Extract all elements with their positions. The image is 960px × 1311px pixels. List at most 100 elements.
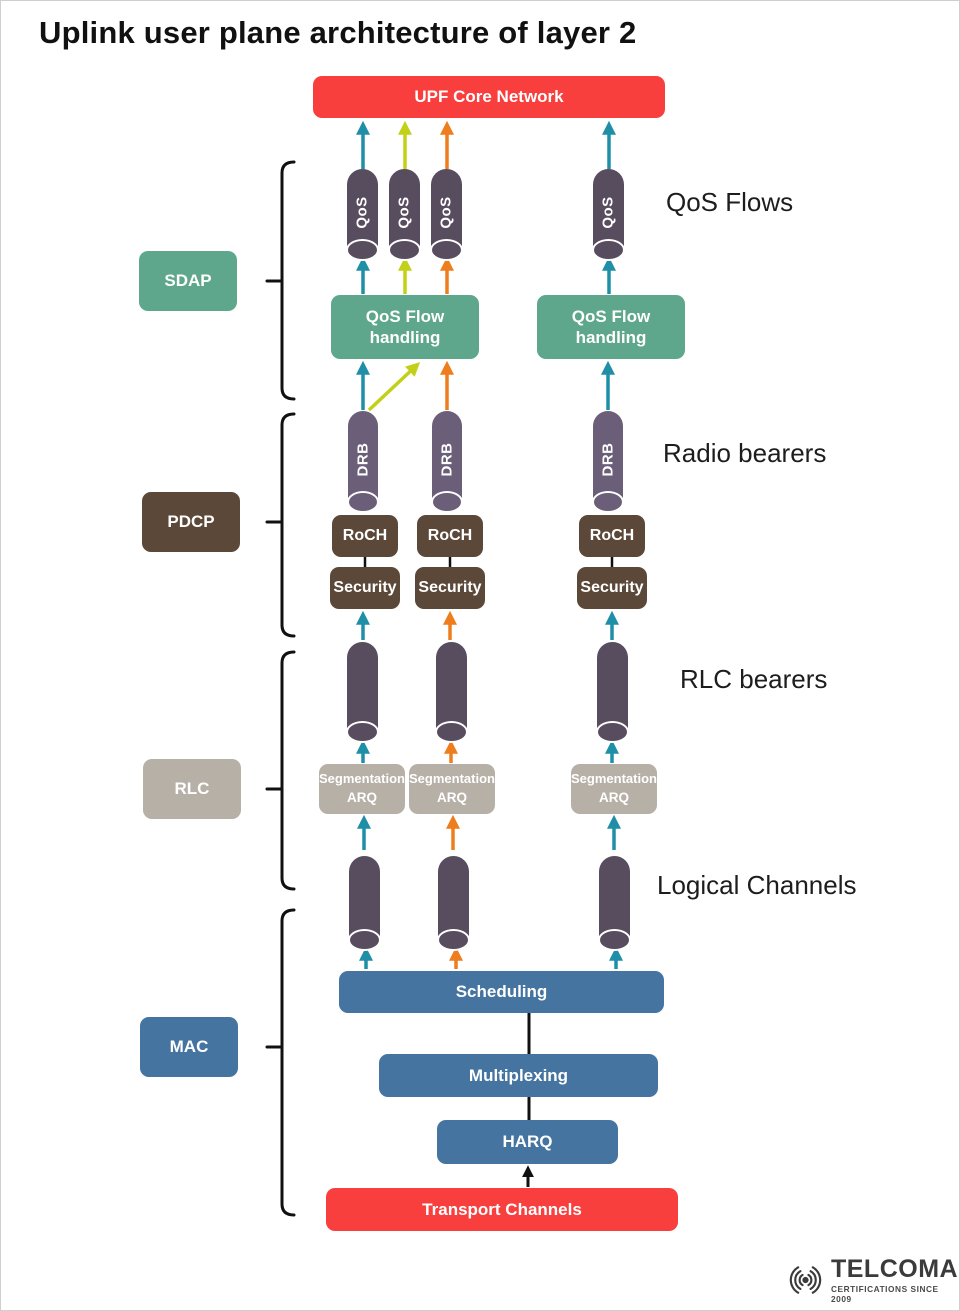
row-label-rlc-bearers: RLC bearers xyxy=(680,664,828,694)
arrows-sched-to-logical xyxy=(359,946,623,969)
rlc-label: RLC xyxy=(174,779,210,799)
rlc-bearer-cylinder xyxy=(435,642,468,743)
qos-flow-handling-box: QoS Flow handling xyxy=(331,295,479,359)
qos-cylinder: QoS xyxy=(592,169,625,261)
roch-box: RoCH xyxy=(332,515,398,557)
arrows-drb-to-handling xyxy=(356,360,615,412)
logo-tagline: CERTIFICATIONS SINCE 2009 xyxy=(830,1284,939,1304)
arrows-rlc-to-security xyxy=(356,610,619,640)
drb-cylinder: DRB xyxy=(431,411,463,513)
segmentation-arq-box: Segmentation ARQ xyxy=(571,764,657,814)
qos-flow-handling-line1: QoS Flow xyxy=(365,306,445,326)
bracket-rlc xyxy=(265,650,296,891)
logo-brand: TELCOMA xyxy=(830,1255,959,1283)
cylinder-cap xyxy=(348,929,381,951)
rlc-bearer-cylinder xyxy=(596,642,629,743)
arrows-handling-to-qos xyxy=(356,256,616,294)
roch-label: RoCH xyxy=(589,527,635,544)
bracket-pdcp xyxy=(265,412,296,638)
roch-label: RoCH xyxy=(427,527,473,544)
qos-flow-handling-line2: handling xyxy=(369,328,441,347)
qos-flow-handling-box: QoS Flow handling xyxy=(537,295,685,359)
segmentation-arq-box: Segmentation ARQ xyxy=(409,764,495,814)
layer-brackets xyxy=(265,160,296,1217)
qos-cylinder-label: QoS xyxy=(354,195,371,229)
roch-box: RoCH xyxy=(579,515,645,557)
cylinder-cap xyxy=(346,239,379,261)
cylinder-cap xyxy=(437,929,470,951)
cylinder-cap xyxy=(346,721,379,743)
qos-flow-handling-line2: handling xyxy=(575,328,647,347)
security-box: Security xyxy=(415,567,485,609)
arq-label: ARQ xyxy=(347,790,377,806)
arq-label: ARQ xyxy=(599,790,629,806)
security-box: Security xyxy=(330,567,400,609)
signal-waves-icon xyxy=(789,1265,822,1294)
segmentation-label: Segmentation xyxy=(571,770,657,786)
sdap-label: SDAP xyxy=(164,271,212,291)
drb-cylinder: DRB xyxy=(347,411,379,513)
bracket-sdap xyxy=(265,160,296,401)
qos-cylinder-label: QoS xyxy=(438,195,455,229)
security-label: Security xyxy=(333,579,397,596)
upf-core-network-label: UPF Core Network xyxy=(414,87,564,107)
pdcp-label: PDCP xyxy=(167,512,215,532)
page-title: Uplink user plane architecture of layer … xyxy=(39,15,637,50)
layer-box-mac: MAC xyxy=(140,1017,238,1077)
logical-channel-cylinder xyxy=(348,856,381,951)
row-label-radio-bearers: Radio bearers xyxy=(663,438,827,468)
cylinder-cap xyxy=(596,721,629,743)
multiplexing-label: Multiplexing xyxy=(468,1065,569,1085)
security-box: Security xyxy=(577,567,647,609)
arq-label: ARQ xyxy=(437,790,467,806)
row-label-qos-flows: QoS Flows xyxy=(666,187,794,217)
logical-channel-cylinder xyxy=(437,856,470,951)
segmentation-label: Segmentation xyxy=(409,770,495,786)
mac-label: MAC xyxy=(169,1037,209,1057)
cylinder-cap xyxy=(435,721,468,743)
drb-cylinder-label: DRB xyxy=(438,442,456,476)
layer-box-sdap: SDAP xyxy=(139,251,237,311)
roch-security-connectors xyxy=(363,557,614,567)
roch-box: RoCH xyxy=(417,515,483,557)
harq-label: HARQ xyxy=(502,1132,553,1152)
harq-box: HARQ xyxy=(437,1120,618,1164)
roch-label: RoCH xyxy=(342,527,388,544)
arrows-qos-to-upf xyxy=(356,120,616,169)
rlc-bearer-cylinder xyxy=(346,642,379,743)
qos-cylinder-label: QoS xyxy=(600,195,617,229)
security-label: Security xyxy=(418,579,482,596)
cylinder-cap xyxy=(388,239,421,261)
arrows-logical-to-seg xyxy=(357,814,621,850)
transport-channels-box: Transport Channels xyxy=(326,1188,678,1231)
cylinder-cap xyxy=(592,491,624,513)
layer-box-pdcp: PDCP xyxy=(142,492,240,552)
qos-cylinder-label: QoS xyxy=(396,195,413,229)
cylinder-cap xyxy=(430,239,463,261)
drb-cylinder-label: DRB xyxy=(599,442,617,476)
multiplexing-box: Multiplexing xyxy=(379,1054,658,1097)
drb-cylinder-label: DRB xyxy=(354,442,372,476)
qos-cylinder: QoS xyxy=(346,169,379,261)
telcoma-logo: TELCOMA CERTIFICATIONS SINCE 2009 xyxy=(784,1257,959,1304)
row-label-logical-channels: Logical Channels xyxy=(657,870,857,900)
transport-channels-label: Transport Channels xyxy=(422,1199,582,1219)
segmentation-arq-box: Segmentation ARQ xyxy=(319,764,405,814)
upf-core-network-box: UPF Core Network xyxy=(313,76,665,118)
arrow-yellow-diagonal xyxy=(367,362,421,412)
cylinder-cap xyxy=(431,491,463,513)
qos-cylinder: QoS xyxy=(430,169,463,261)
cylinder-cap xyxy=(598,929,631,951)
logical-channel-cylinder xyxy=(598,856,631,951)
security-label: Security xyxy=(580,579,644,596)
cylinder-cap xyxy=(347,491,379,513)
layer-box-rlc: RLC xyxy=(143,759,241,819)
scheduling-label: Scheduling xyxy=(455,982,548,1002)
drb-cylinder: DRB xyxy=(592,411,624,513)
bracket-mac xyxy=(265,908,296,1217)
segmentation-label: Segmentation xyxy=(319,770,405,786)
cylinder-cap xyxy=(592,239,625,261)
arrows-seg-to-rlc xyxy=(356,739,619,763)
